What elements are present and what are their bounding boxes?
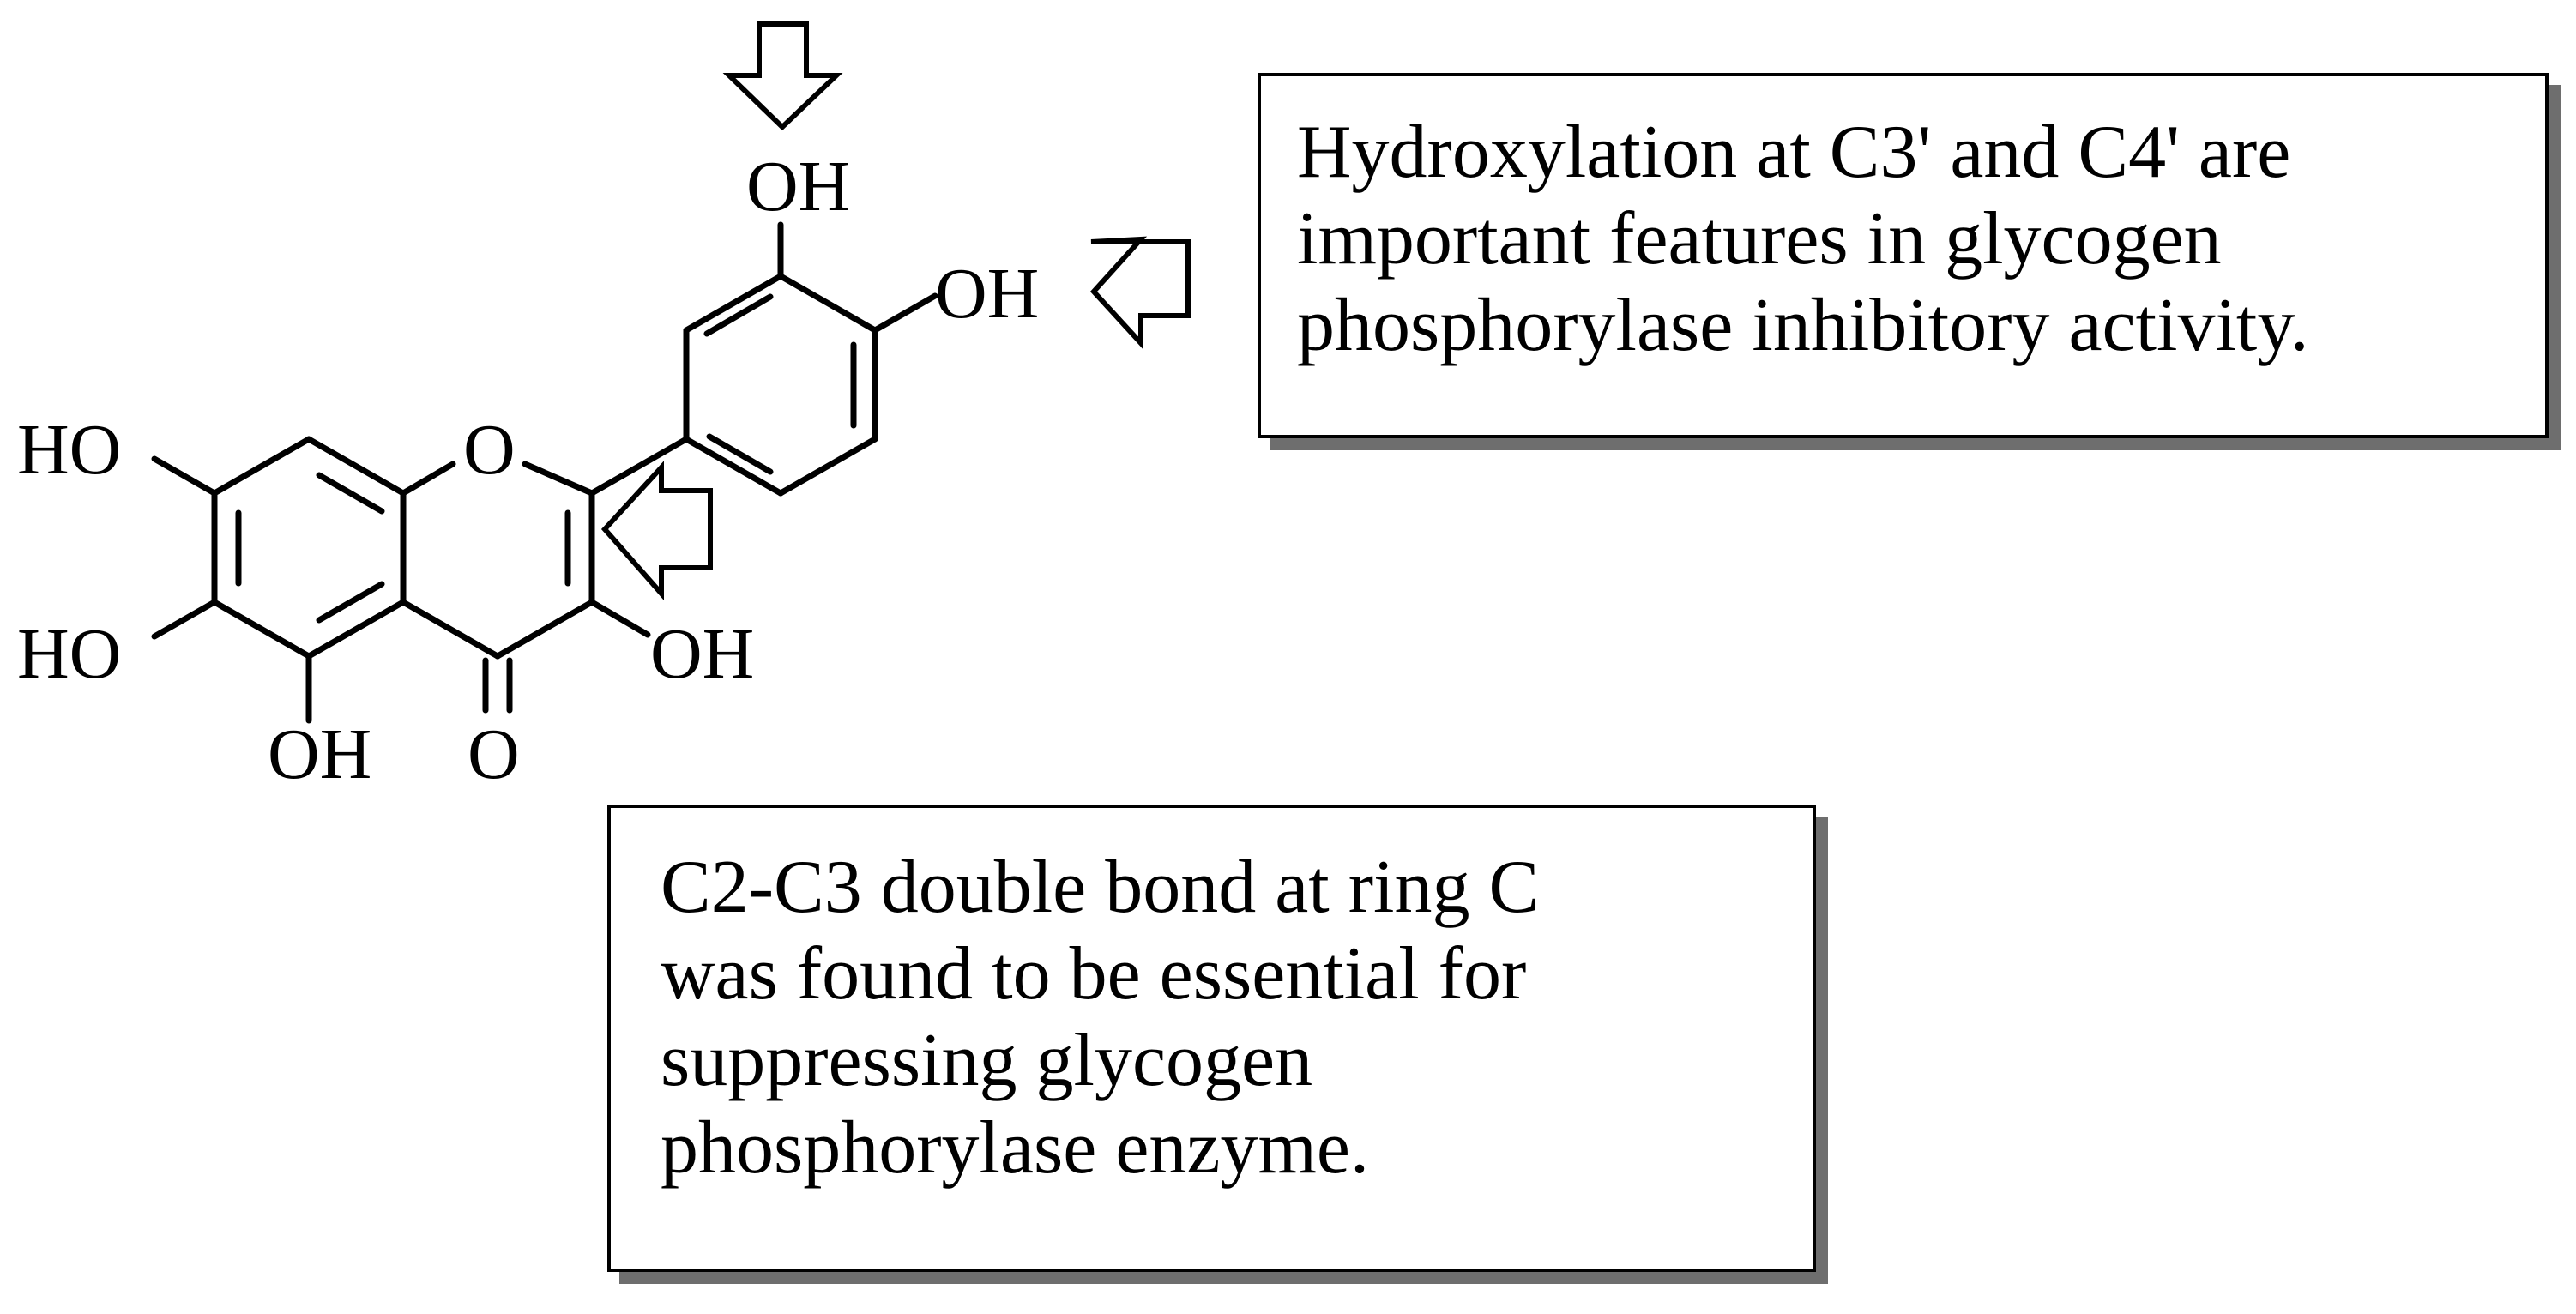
hydroxylation-note-box: Hydroxylation at C3' and C4' are importa… [1258,73,2549,438]
note-line: C2-C3 double bond at ring C [661,846,1540,929]
down-arrow-icon [722,21,843,131]
ho-c7-label: HO [17,410,121,490]
oh-c3-label: OH [650,614,754,694]
ring-c [400,461,595,714]
note-line: suppressing glycogen [661,1019,1313,1103]
ring-b [683,221,938,497]
left-arrow-icon-c4prime [1089,236,1191,350]
carbonyl-o-label: O [468,714,520,794]
note-line: was found to be essential for [661,932,1527,1016]
oh-c3prime-label: OH [746,147,850,226]
ring-a [211,436,407,660]
left-arrow-icon-c2c3 [600,461,713,600]
oh-c4prime-label: OH [935,254,1039,334]
note-line: phosphorylase enzyme. [661,1106,1369,1190]
substituent-bonds [151,436,690,724]
ho-c6-label: HO [17,614,121,694]
ring-oxygen-label: O [463,410,516,490]
note-line: Hydroxylation at C3' and C4' are [1297,111,2291,194]
note-line: important features in glycogen [1297,197,2222,281]
double-bond-note-box: C2-C3 double bond at ring C was found to… [607,805,1816,1272]
oh-c5-label: OH [268,714,371,794]
note-line: phosphorylase inhibitory activity. [1297,284,2309,368]
